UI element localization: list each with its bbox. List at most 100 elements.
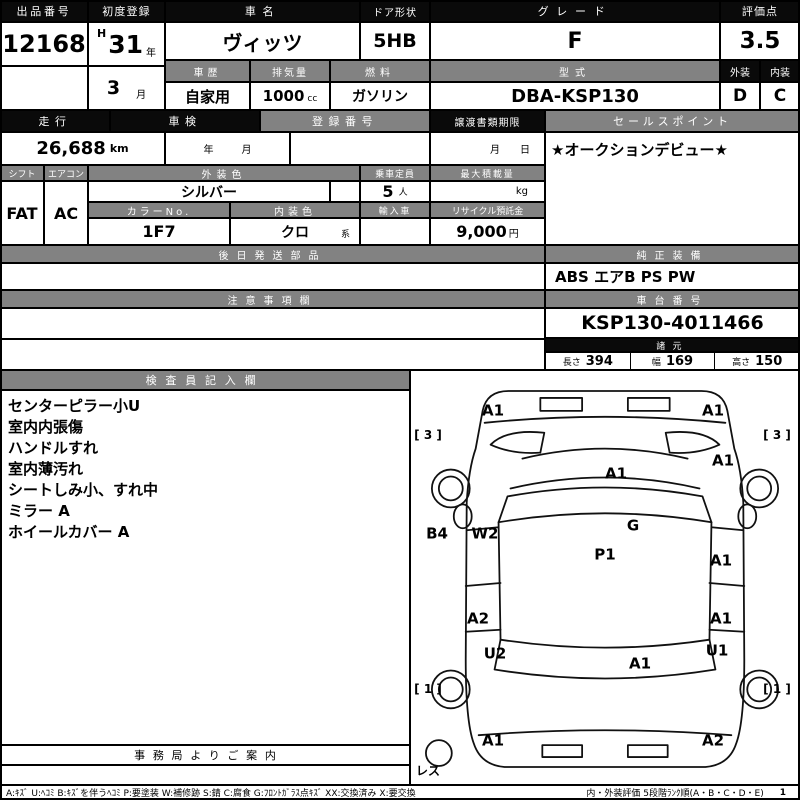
registration-no-value [290, 132, 430, 165]
shaken-label: 車検 [110, 110, 260, 132]
exterior-grade-value: D [720, 82, 760, 110]
capacity-unit: 人 [398, 188, 408, 198]
import-label: 輸入車 [360, 202, 430, 218]
auction-no-label: 出品番号 [0, 0, 88, 22]
color-no-value: 1F7 [88, 218, 230, 245]
registration-no-label: 登録番号 [260, 110, 430, 132]
later-parts-value [0, 263, 545, 290]
office-info-label: 事務局よりご案内 [0, 745, 410, 765]
transfer-month-unit: 月 [490, 145, 500, 156]
exterior-grade-label: 外装 [720, 60, 760, 82]
history-value: 自家用 [165, 82, 250, 110]
damage-marker: A2 [466, 609, 490, 628]
first-reg-label: 初度登録 [88, 0, 165, 22]
recycle-deposit-label: リサイクル預託金 [430, 202, 545, 218]
damage-marker: [ 3 ] [763, 428, 791, 442]
damage-marker: U2 [483, 644, 507, 663]
grade-value: F [430, 22, 720, 60]
sales-point-value: ★オークションデビュー★ [545, 132, 800, 245]
fuel-value: ガソリン [330, 82, 430, 110]
inspector-note-line: センターピラー小U [8, 397, 141, 415]
damage-marker: A1 [481, 401, 505, 420]
damage-marker: [ 3 ] [414, 428, 442, 442]
damage-marker: A1 [709, 551, 733, 570]
width-label: 幅 [651, 357, 661, 368]
capacity-number: 5 [382, 182, 394, 201]
interior-grade-value: C [760, 82, 800, 110]
damage-marker: レス [415, 764, 441, 778]
shift-value: FAT [0, 181, 44, 245]
color-no-label: カラーNo. [88, 202, 230, 218]
interior-color-label: 内装色 [230, 202, 360, 218]
damage-marker: A1 [481, 731, 505, 750]
inspector-note-line: 室内薄汚れ [8, 460, 84, 478]
first-reg-era: H [96, 27, 107, 40]
capacity-label: 乗車定員 [360, 165, 430, 181]
legend-rating-note: 内・外装評価 5段階ﾗﾝｸ順(A・B・C・D・E) [586, 789, 764, 799]
first-reg-month-cell: 3 月 [88, 66, 165, 110]
damage-marker: A1 [628, 654, 652, 673]
first-reg-month-unit: 月 [136, 90, 147, 101]
damage-marker: B4 [426, 524, 448, 543]
legend-page-number: 1 [779, 787, 786, 798]
car-top-view-diagram [425, 390, 780, 768]
exterior-color-value: シルバー [88, 181, 330, 202]
max-load-label: 最大積載量 [430, 165, 545, 181]
first-reg-month: 3 [106, 77, 121, 99]
damage-marker: A1 [711, 451, 735, 470]
notes-row [0, 308, 545, 339]
mileage-label: 走行 [0, 110, 110, 132]
damage-marker: U1 [705, 641, 729, 660]
recycle-deposit-value: 9,000 円 [430, 218, 545, 245]
inspector-note-line: 室内内張傷 [8, 418, 84, 436]
max-load-value: kg [430, 181, 545, 202]
interior-color-suffix: 系 [340, 230, 350, 240]
inspector-note-line: ホイールカバー A [8, 523, 130, 541]
notes-label: 注意事項欄 [0, 290, 545, 308]
model-code-label: 型式 [430, 60, 720, 82]
score-value: 3.5 [720, 22, 800, 60]
import-value [360, 218, 430, 245]
first-reg-year-unit: 年 [146, 48, 156, 59]
displacement-value: 1000 cc [250, 82, 330, 110]
grade-label: グレード [430, 0, 720, 22]
transfer-deadline-value: 月 日 [430, 132, 545, 165]
capacity-value: 5 人 [360, 181, 430, 202]
first-reg-year: 31 [108, 29, 143, 59]
shift-label: シフト [0, 165, 44, 181]
damage-marker: P1 [594, 545, 616, 564]
displacement-unit: cc [307, 94, 318, 104]
displacement-label: 排気量 [250, 60, 330, 82]
first-reg-year-cell: H 31 年 [88, 22, 165, 66]
aircon-label: エアコン [44, 165, 88, 181]
sales-point-label: セールスポイント [545, 110, 800, 132]
width-cell: 幅 169 [629, 353, 715, 369]
length-label: 長さ [562, 357, 581, 368]
door-shape-value: 5HB [360, 22, 430, 60]
damage-marker: [ 1 ] [763, 682, 791, 696]
car-name-value: ヴィッツ [165, 22, 360, 60]
shaken-value: 年 月 [165, 132, 290, 165]
score-label: 評価点 [720, 0, 800, 22]
exterior-color-label: 外装色 [88, 165, 360, 181]
recycle-unit: 円 [508, 229, 519, 240]
damage-marker: A2 [701, 731, 725, 750]
equipment-value: ABS エアB PS PW [545, 263, 800, 290]
damage-marker: [ 1 ] [414, 682, 442, 696]
damage-marker: A1 [604, 464, 628, 483]
aircon-value: AC [44, 181, 88, 245]
door-shape-label: ドア形状 [360, 0, 430, 22]
inspector-note-line: シートしみ小、すれ中 [8, 481, 159, 499]
interior-color-name: クロ [281, 224, 309, 241]
length-value: 394 [585, 353, 613, 369]
width-value: 169 [665, 353, 694, 369]
auction-no-value: 12168 [0, 22, 88, 66]
displacement-number: 1000 [262, 87, 305, 105]
transfer-deadline-label: 譲渡書類期限 [430, 110, 545, 132]
mileage-number: 26,688 [36, 138, 106, 159]
legend-damage-codes: A:ｷｽﾞ U:ﾍｺﾐ B:ｷｽﾞを伴うﾍｺﾐ P:要塗装 W:補修跡 S:錆 … [6, 789, 416, 799]
interior-color-value: クロ 系 [230, 218, 360, 245]
height-value: 150 [755, 353, 783, 369]
